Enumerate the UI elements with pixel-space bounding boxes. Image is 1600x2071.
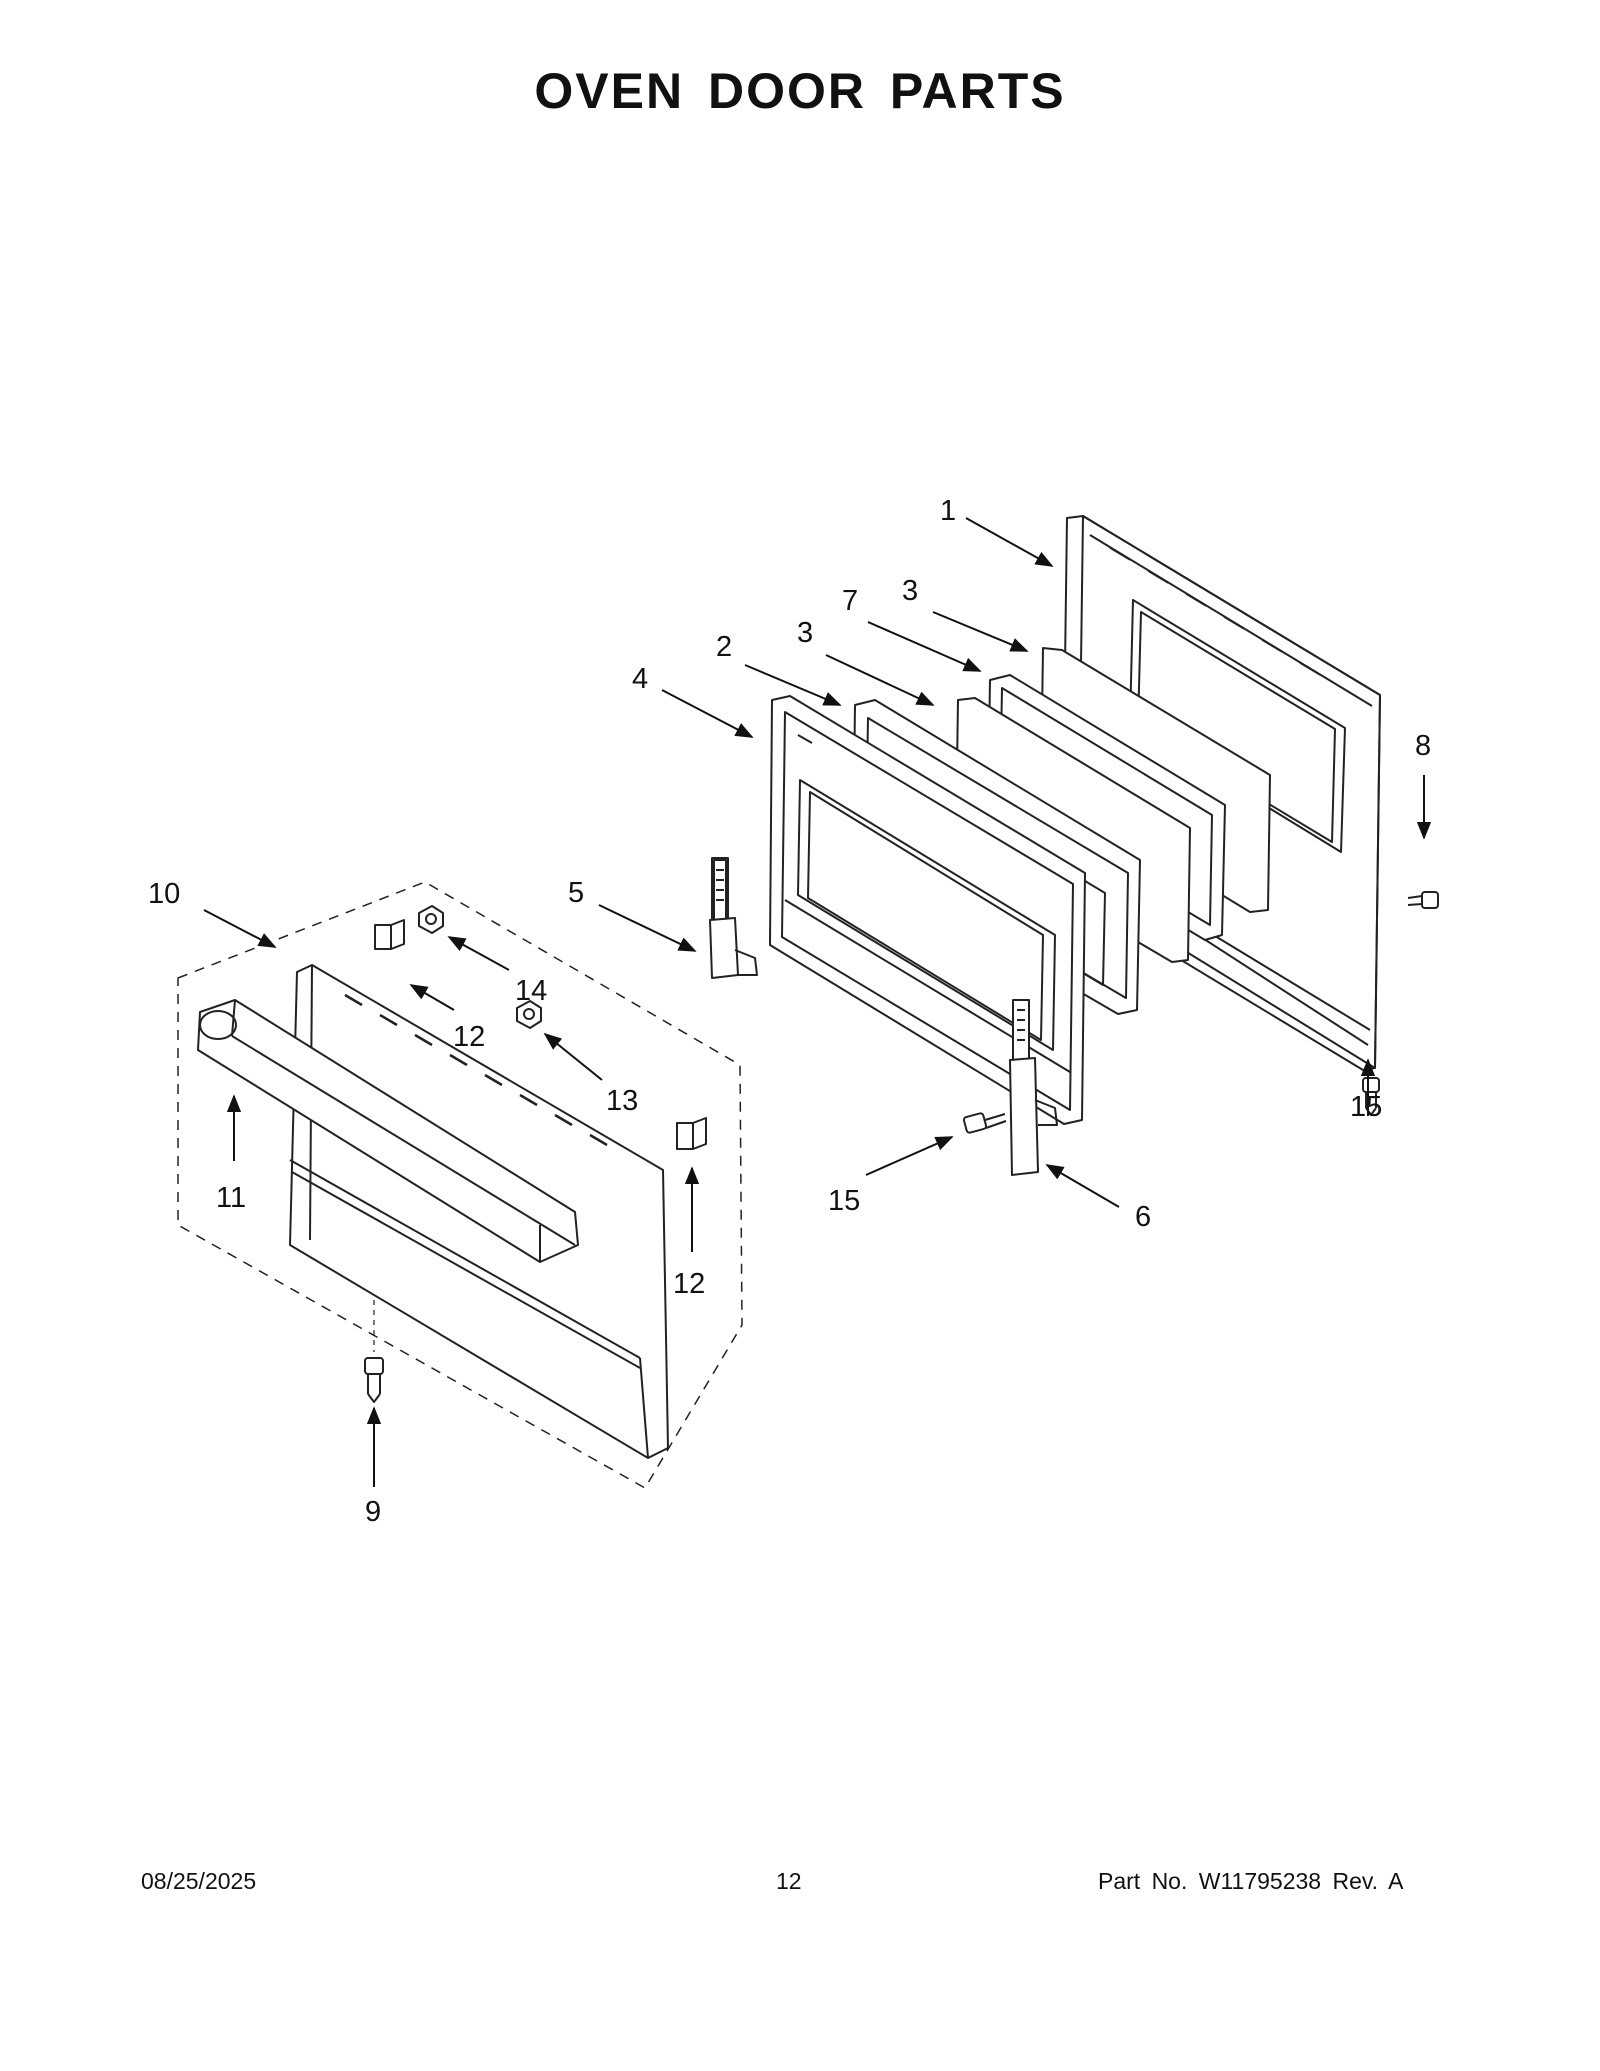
callout-11: 11 [216,1182,246,1214]
leader-1 [965,517,1054,567]
leader-3a [932,611,1029,652]
callout-3a: 3 [902,575,918,607]
callout-12a: 12 [453,1021,485,1053]
bracket-12-right-part [676,1117,707,1150]
callout-15b: 15 [1350,1091,1382,1123]
outer-door-dashed-outline [177,881,743,1489]
screw-9-part [364,1300,384,1403]
footer-part-number: Part No. W11795238 Rev. A [1098,1868,1404,1894]
callout-8: 8 [1415,730,1431,762]
leader-2 [744,664,842,706]
leader-13 [543,1032,603,1081]
nut-13-part [516,1000,542,1029]
bracket-12-top-part [374,919,405,950]
callout-15a: 15 [828,1185,860,1217]
callout-7: 7 [842,585,858,617]
page-title: OVEN DOOR PARTS [534,63,1066,119]
leader-3b [825,654,935,706]
leader-4 [661,689,754,738]
screw-8-part [1407,891,1439,909]
door-frame-part [769,695,1086,1125]
callout-2: 2 [716,631,732,663]
leader-14 [447,936,510,971]
callout-1: 1 [940,495,956,527]
callout-10: 10 [148,878,180,910]
callout-13: 13 [606,1085,638,1117]
leader-12a [409,984,455,1011]
callout-6: 6 [1135,1201,1151,1233]
leader-7 [867,621,982,672]
right-hinge-part [1009,999,1058,1176]
callout-9: 9 [365,1496,381,1528]
leader-6 [1045,1164,1120,1208]
nut-14-part [418,905,444,934]
callout-4: 4 [632,663,648,695]
screw-15-center-part [962,1112,1007,1134]
footer-page-number: 12 [776,1868,802,1894]
callout-12b: 12 [673,1268,705,1300]
door-handle-part [197,999,579,1263]
footer-date: 08/25/2025 [141,1868,257,1894]
leader-15a [865,1136,954,1176]
left-hinge-part [709,857,758,979]
leader-10 [203,909,277,948]
leader-5 [598,904,697,952]
callout-14: 14 [515,975,547,1007]
callout-3b: 3 [797,617,813,649]
callout-5: 5 [568,877,584,909]
